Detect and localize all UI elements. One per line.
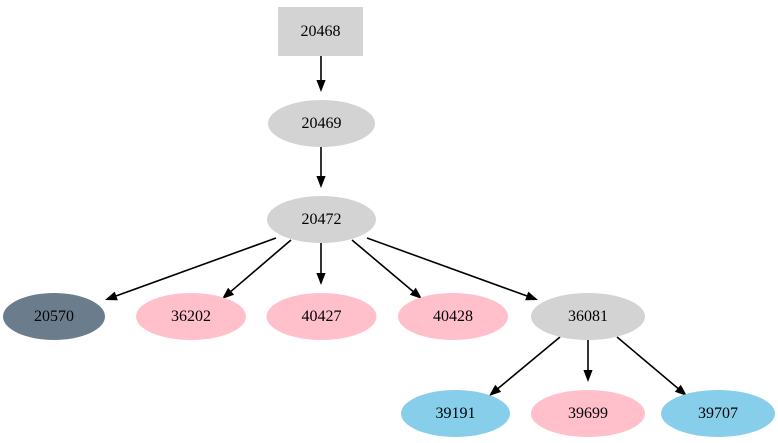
edge-arrowhead-icon xyxy=(583,370,593,382)
edges-layer xyxy=(105,56,687,396)
graph-edge xyxy=(316,56,326,92)
graph-edge xyxy=(316,147,326,188)
edge-arrowhead-icon xyxy=(409,287,422,299)
edge-arrowhead-icon xyxy=(105,291,118,301)
edge-arrowhead-icon xyxy=(316,176,326,188)
node-ellipse[interactable] xyxy=(401,390,510,437)
edge-arrowhead-icon xyxy=(316,273,326,285)
graph-node-39191[interactable]: 39191 xyxy=(401,390,510,437)
edge-line xyxy=(366,237,529,298)
edge-line xyxy=(616,336,680,390)
edge-line xyxy=(114,237,277,298)
graph-node-36081[interactable]: 36081 xyxy=(531,293,645,340)
graph-node-39707[interactable]: 39707 xyxy=(661,390,775,437)
graph-node-39699[interactable]: 39699 xyxy=(531,390,645,437)
node-ellipse[interactable] xyxy=(268,100,375,147)
graph-edge xyxy=(616,336,687,396)
edge-line xyxy=(351,239,415,293)
edge-arrowhead-icon xyxy=(525,291,538,301)
node-ellipse[interactable] xyxy=(3,293,105,340)
node-ellipse[interactable] xyxy=(136,293,246,340)
graph-edge xyxy=(351,239,422,299)
edge-arrowhead-icon xyxy=(222,287,235,299)
node-rect[interactable] xyxy=(278,7,363,56)
edge-line xyxy=(229,239,292,293)
edge-arrowhead-icon xyxy=(316,80,326,92)
node-ellipse[interactable] xyxy=(398,293,508,340)
graph-edge xyxy=(105,237,277,301)
graph-node-40427[interactable]: 40427 xyxy=(266,293,377,340)
edge-line xyxy=(496,336,561,390)
node-ellipse[interactable] xyxy=(531,293,645,340)
node-ellipse[interactable] xyxy=(661,390,775,437)
graph-node-20472[interactable]: 20472 xyxy=(267,196,376,243)
node-ellipse[interactable] xyxy=(267,196,376,243)
graph-node-20468[interactable]: 20468 xyxy=(278,7,363,56)
graph-node-20570[interactable]: 20570 xyxy=(3,293,105,340)
edge-arrowhead-icon xyxy=(674,384,687,396)
graph-edge xyxy=(366,237,538,301)
node-ellipse[interactable] xyxy=(531,390,645,437)
edge-arrowhead-icon xyxy=(489,384,502,396)
graph-node-40428[interactable]: 40428 xyxy=(398,293,508,340)
graph-edge xyxy=(316,243,326,285)
graph-node-20469[interactable]: 20469 xyxy=(268,100,375,147)
graph-edge xyxy=(222,239,292,299)
node-ellipse[interactable] xyxy=(266,293,377,340)
graph-node-36202[interactable]: 36202 xyxy=(136,293,246,340)
graph-edge xyxy=(489,336,561,396)
graph-edge xyxy=(583,340,593,382)
